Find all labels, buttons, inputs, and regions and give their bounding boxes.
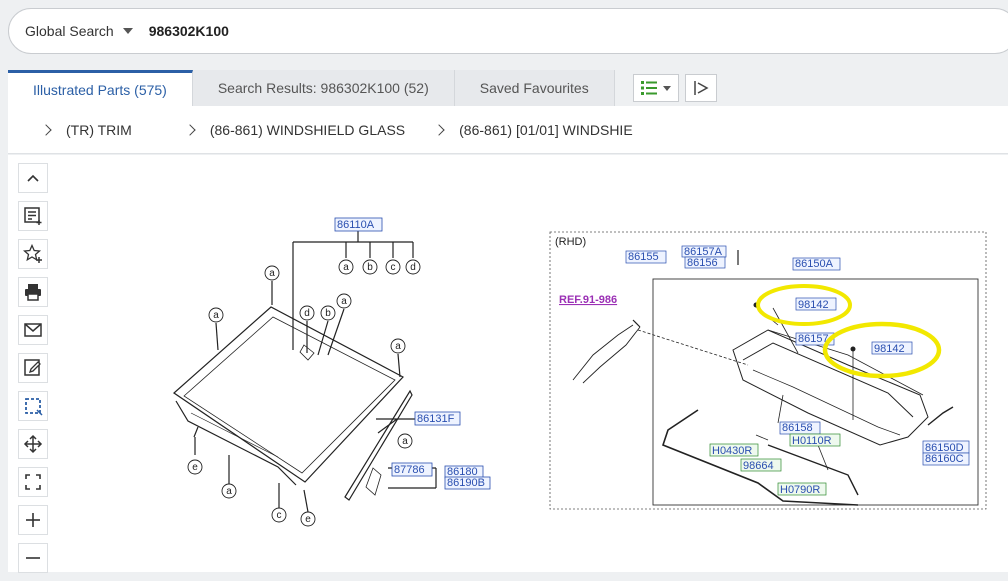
left-toolbar (18, 163, 48, 581)
callout-a: a (395, 341, 401, 352)
minus-icon (26, 557, 40, 559)
plus-icon (26, 513, 40, 527)
callout-b: b (367, 262, 373, 273)
callout-a: a (402, 436, 408, 447)
part-label[interactable]: 86150A (795, 258, 834, 270)
move-icon (23, 434, 43, 454)
callout-c: c (391, 262, 396, 273)
callout-d: d (410, 262, 416, 273)
highlight-ellipse (822, 321, 942, 379)
part-label[interactable]: 86110A (337, 219, 375, 231)
list-icon (641, 81, 671, 95)
fullscreen-icon (25, 474, 41, 490)
part-label[interactable]: H0430R (712, 445, 752, 457)
callout-a: a (213, 310, 219, 321)
search-scope-label: Global Search (25, 23, 114, 39)
tab-label: Search Results: 986302K100 (52) (217, 80, 429, 96)
part-label[interactable]: H0110R (792, 435, 832, 447)
tab-label: Saved Favourites (479, 80, 589, 96)
part-label[interactable]: 86156 (687, 257, 718, 269)
callout-a: a (269, 268, 275, 279)
collapse-panel-button[interactable] (685, 74, 717, 102)
tab-search-results[interactable]: Search Results: 986302K100 (52) (192, 70, 455, 106)
callout-d: d (304, 308, 310, 319)
part-label[interactable]: 86157 (798, 333, 829, 345)
callout-a: a (343, 262, 349, 273)
tab-bar: Illustrated Parts (575) Search Results: … (8, 70, 615, 106)
tab-saved-favourites[interactable]: Saved Favourites (454, 70, 615, 106)
favourite-button[interactable] (18, 239, 48, 269)
breadcrumb: (TR) TRIM (86-861) WINDSHIELD GLASS (86-… (8, 106, 1008, 154)
part-label[interactable]: 87786 (394, 464, 425, 476)
edit-note-icon (24, 359, 41, 376)
part-label[interactable]: 86155 (628, 251, 659, 263)
tab-illustrated-parts[interactable]: Illustrated Parts (575) (8, 70, 193, 106)
star-add-icon (23, 244, 42, 263)
pan-button[interactable] (18, 429, 48, 459)
add-note-button[interactable] (18, 201, 48, 231)
part-label[interactable]: 86160C (925, 453, 964, 465)
breadcrumb-current-label: (86-861) [01/01] WINDSHIE (459, 121, 633, 138)
part-label[interactable]: 86180 (447, 466, 478, 478)
part-label[interactable]: 86190B (447, 477, 485, 489)
zoom-in-button[interactable] (18, 505, 48, 535)
print-icon (25, 284, 41, 301)
part-label[interactable]: 86150D (925, 442, 964, 454)
panel-arrow-icon (694, 81, 709, 95)
part-label[interactable]: 86157A (684, 246, 723, 258)
mail-icon (24, 323, 42, 337)
parts-diagram: 86110A 86131F 87786 86180 86190B a b c d… (173, 217, 987, 527)
cowl-detail-box (652, 278, 979, 506)
callout-a: a (226, 486, 232, 497)
windshield-illustration (173, 229, 437, 513)
callout-letters: a b c d a a d b a a a e a c e (187, 259, 421, 527)
rhd-label: (RHD) (555, 236, 586, 248)
part-label-98142[interactable]: 98142 (798, 299, 829, 311)
illustration-panel: 86110A 86131F 87786 86180 86190B a b c d… (8, 155, 1008, 573)
caret-down-icon (122, 28, 133, 34)
chevron-right-icon (433, 123, 445, 136)
rhd-detail-frame (549, 231, 987, 510)
part-label[interactable]: 86158 (782, 422, 813, 434)
chevron-right-icon (184, 123, 196, 136)
email-button[interactable] (18, 315, 48, 345)
highlight-ellipse (756, 284, 852, 326)
note-add-icon (24, 207, 42, 225)
part-label[interactable]: H0790R (780, 484, 820, 496)
left-part-labels: 86110A 86131F 87786 86180 86190B (334, 217, 491, 490)
zoom-out-button[interactable] (18, 543, 48, 573)
callout-c: c (277, 510, 282, 521)
breadcrumb-label: (86-861) WINDSHIELD GLASS (209, 121, 406, 138)
select-area-button[interactable] (18, 391, 48, 421)
list-view-button[interactable] (633, 74, 679, 102)
part-label-98142[interactable]: 98142 (874, 343, 905, 355)
part-label[interactable]: 98664 (743, 460, 774, 472)
search-scope-dropdown[interactable]: Global Search (9, 23, 133, 39)
search-input[interactable]: 986302K100 (148, 23, 229, 39)
selection-icon (25, 398, 43, 416)
right-part-labels: REF.91-986 86155 86157A 86156 86150A 981… (559, 245, 970, 496)
edit-button[interactable] (18, 353, 48, 383)
breadcrumb-item-windshield-glass[interactable]: (86-861) WINDSHIELD GLASS (132, 122, 405, 138)
callout-e: e (192, 462, 198, 473)
view-tools (633, 74, 717, 102)
tab-label: Illustrated Parts (575) (33, 81, 167, 98)
scroll-up-button[interactable] (18, 163, 48, 193)
breadcrumb-item-current: (86-861) [01/01] WINDSHIE (405, 122, 633, 138)
reference-link[interactable]: REF.91-986 (559, 294, 617, 306)
breadcrumb-label: (TR) TRIM (66, 121, 132, 138)
breadcrumb-item-trim[interactable]: (TR) TRIM (8, 122, 132, 138)
part-label[interactable]: 86131F (417, 413, 455, 425)
callout-e: e (305, 514, 311, 525)
chevron-right-icon (40, 123, 52, 136)
callout-b: b (325, 308, 331, 319)
callout-a: a (341, 296, 347, 307)
chevron-up-icon (27, 174, 39, 182)
fit-to-screen-button[interactable] (18, 467, 48, 497)
cowl-illustration (572, 250, 954, 506)
global-search-bar[interactable]: Global Search 986302K100 (8, 8, 1008, 54)
print-button[interactable] (18, 277, 48, 307)
